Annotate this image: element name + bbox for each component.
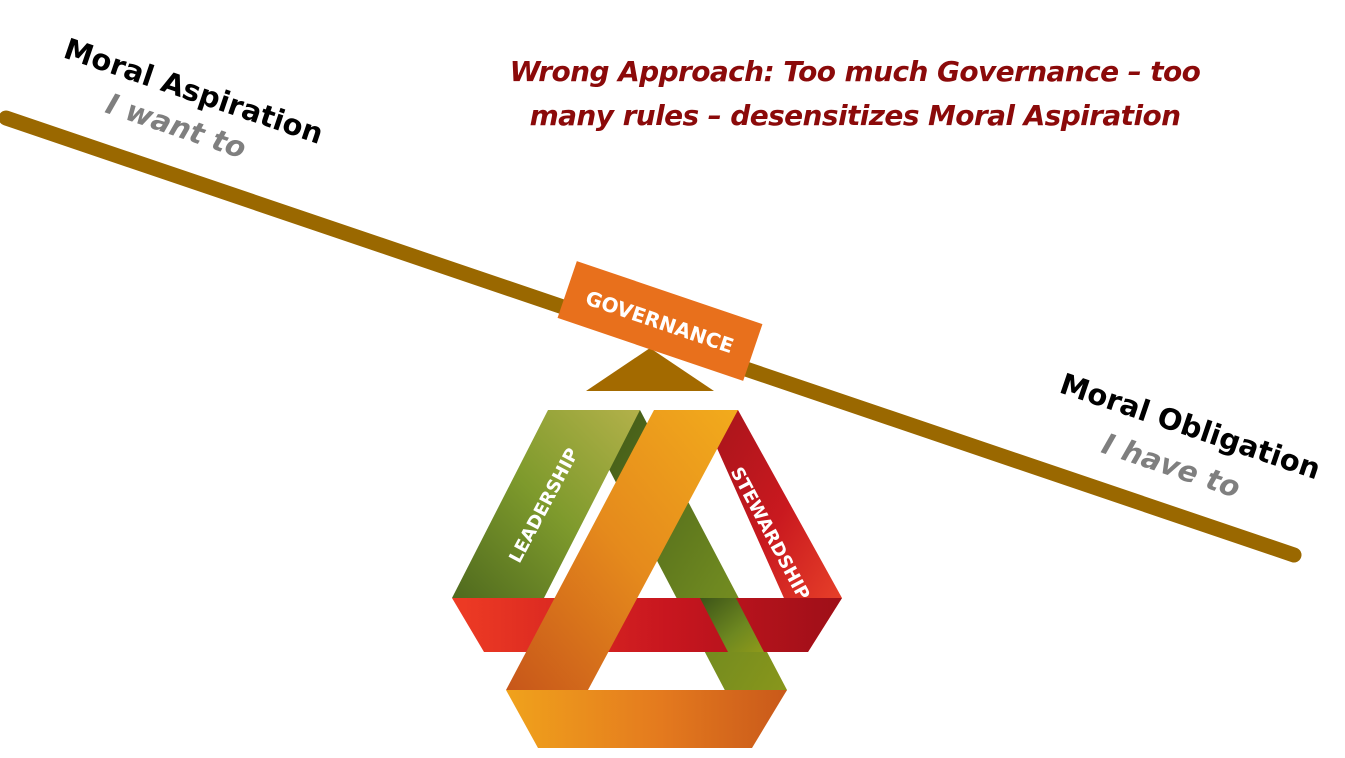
triangle-logo: LEADERSHIP STEWARDSHIP — [452, 410, 842, 748]
ribbon-orange-bottom — [506, 690, 787, 748]
ribbon-red-band — [452, 598, 842, 652]
